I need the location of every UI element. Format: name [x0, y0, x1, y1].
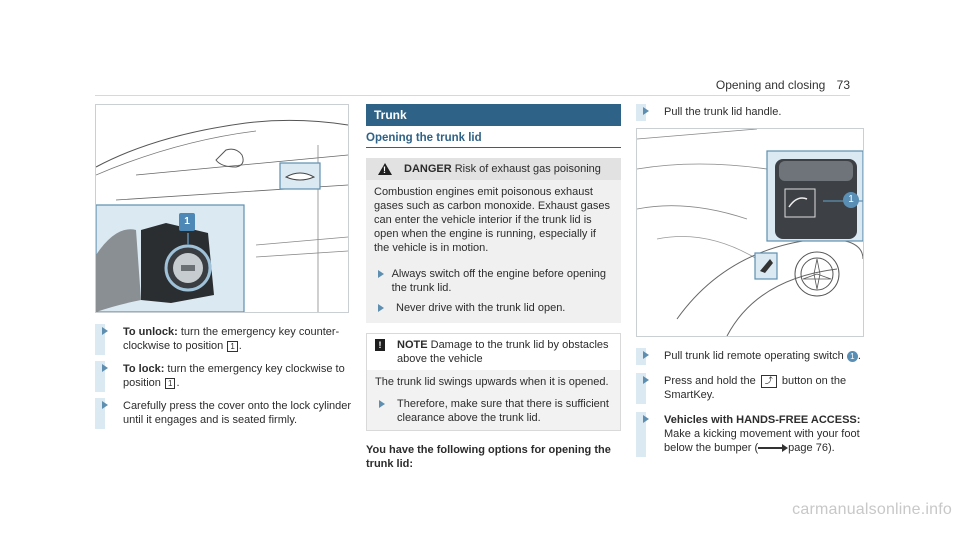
page-reference-link[interactable]: page 76	[788, 442, 828, 454]
exclamation-icon: !	[375, 339, 385, 351]
danger-step-1: Always switch off the engine before open…	[366, 264, 621, 298]
danger-box: DANGER Risk of exhaust gas poisoning Com…	[366, 158, 621, 323]
step-press-cover: Carefully press the cover onto the lock …	[95, 398, 353, 429]
note-box: ! NOTE Damage to the trunk lid by obstac…	[366, 333, 621, 431]
danger-title: Risk of exhaust gas poisoning	[454, 163, 601, 175]
left-steps: To unlock: turn the emergency key counte…	[95, 324, 353, 429]
note-label: NOTE	[397, 339, 428, 351]
callout-1-badge: 1	[846, 350, 858, 362]
danger-label: DANGER	[404, 163, 452, 175]
step-hands-free: Vehicles with HANDS-FREE ACCESS: Make a …	[636, 412, 864, 457]
dashboard-switch-figure: 1	[636, 128, 864, 337]
arrow-icon	[643, 351, 649, 359]
step-smartkey: Press and hold the ⤴ button on the Smart…	[636, 373, 864, 404]
right-steps: Pull trunk lid remote operating switch 1…	[636, 348, 864, 457]
subheading: Opening the trunk lid	[366, 132, 482, 144]
step-label: To lock:	[123, 363, 165, 375]
step-text: turn the emergency key clockwise to posi…	[123, 363, 345, 389]
step-end: .	[176, 377, 180, 389]
options-heading: You have the following options for openi…	[366, 444, 611, 470]
step-text: turn the emergency key counter-clockwise…	[123, 326, 340, 352]
page-header: Opening and closing 73	[716, 78, 850, 92]
step-text: Always switch off the engine before open…	[391, 268, 606, 294]
step-lock: To lock: turn the emergency key clockwis…	[95, 361, 353, 392]
step-label: To unlock:	[123, 326, 178, 338]
page-reference-arrow-icon	[758, 444, 789, 453]
header-rule	[95, 95, 850, 96]
step-pull-handle: Pull the trunk lid handle.	[636, 104, 864, 121]
subheading-rule	[366, 147, 621, 148]
car-door-illustration	[96, 119, 348, 312]
step-text: Press and hold the	[664, 375, 759, 387]
step-text: Make a kicking movement with your foot b…	[664, 428, 860, 454]
step-text: Pull trunk lid remote operating switch	[664, 350, 847, 362]
arrow-icon	[102, 327, 108, 335]
step-end: .	[238, 340, 242, 352]
step-unlock: To unlock: turn the emergency key counte…	[95, 324, 353, 355]
step-text: Carefully press the cover onto the lock …	[123, 400, 352, 426]
arrow-icon	[643, 415, 649, 423]
callout-1-badge: 1	[179, 213, 195, 231]
watermark: carmanualsonline.info	[792, 501, 952, 518]
step-end: .	[857, 350, 861, 362]
trunk-section: Trunk Opening the trunk lid DANGER Risk …	[366, 104, 621, 471]
step-text: Never drive with the trunk lid open.	[396, 302, 566, 314]
danger-body: Combustion engines emit poisonous exhaus…	[374, 186, 611, 254]
note-step: Therefore, make sure that there is suffi…	[375, 397, 612, 425]
arrow-icon	[102, 401, 108, 409]
note-title: Damage to the trunk lid by obstacles abo…	[397, 339, 609, 365]
step-text: button on the SmartKey.	[664, 375, 847, 401]
note-body: The trunk lid swings upwards when it is …	[375, 376, 609, 388]
position-marker: 1	[164, 378, 176, 389]
right-column: Pull the trunk lid handle.	[636, 104, 864, 121]
step-pull-switch: Pull trunk lid remote operating switch 1…	[636, 348, 864, 365]
step-end: ).	[827, 442, 835, 454]
arrow-icon	[102, 364, 108, 372]
danger-step-2: Never drive with the trunk lid open.	[366, 298, 621, 323]
trunk-button-icon: ⤴	[760, 374, 777, 388]
step-text: Therefore, make sure that there is suffi…	[397, 398, 609, 424]
warning-triangle-icon	[378, 163, 392, 175]
arrow-icon	[378, 270, 384, 278]
section-title: Trunk	[366, 104, 621, 126]
position-marker: 1	[227, 341, 238, 352]
arrow-icon	[379, 400, 385, 408]
arrow-icon	[643, 107, 649, 115]
callout-1-badge: 1	[843, 192, 859, 208]
arrow-icon	[378, 304, 384, 312]
arrow-icon	[643, 376, 649, 384]
page-number: 73	[836, 78, 850, 92]
step-text: Pull the trunk lid handle.	[664, 106, 782, 118]
header-section: Opening and closing	[715, 78, 826, 92]
dashboard-illustration	[637, 129, 863, 336]
car-door-lock-figure: 1	[95, 104, 349, 313]
step-label: Vehicles with HANDS-FREE ACCESS:	[664, 414, 861, 426]
